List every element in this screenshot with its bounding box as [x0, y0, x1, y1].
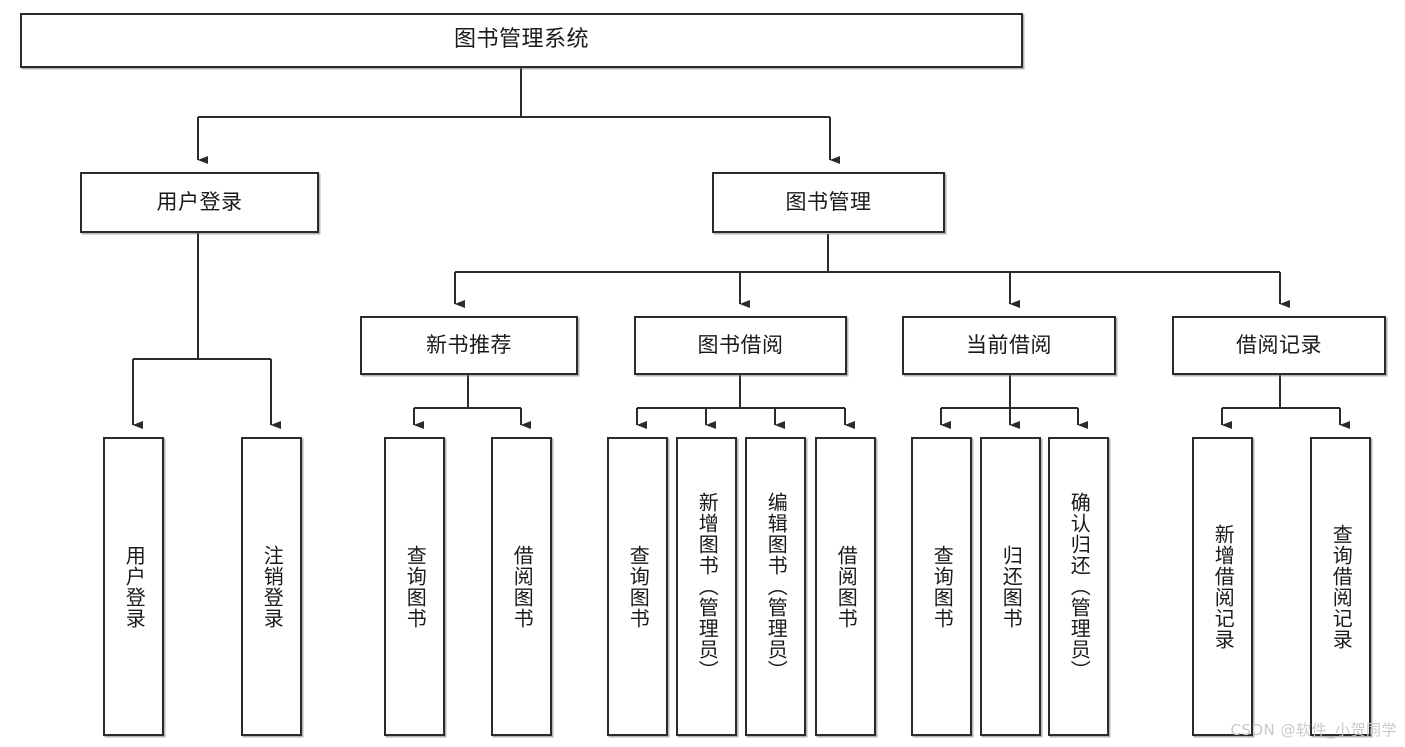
node-book-borrow[interactable]: 图书借阅	[634, 316, 847, 375]
node-label: 查询借阅记录	[1329, 523, 1354, 650]
node-user-login[interactable]: 用户登录	[80, 172, 319, 233]
node-leaf-add-book[interactable]: 新增图书（管理员）	[676, 437, 737, 736]
node-label: 图书借阅	[697, 332, 784, 357]
node-label: 用户登录	[156, 189, 243, 214]
node-label: 图书管理系统	[453, 27, 589, 53]
node-leaf-borrow-book[interactable]: 借阅图书	[815, 437, 876, 736]
node-new-book-recommend[interactable]: 新书推荐	[360, 316, 578, 375]
node-label: 借阅记录	[1236, 332, 1322, 357]
node-label: 借阅图书	[510, 544, 535, 629]
node-label: 图书管理	[785, 189, 872, 214]
node-label: 查询图书	[930, 544, 955, 629]
node-leaf-return-book[interactable]: 归还图书	[980, 437, 1041, 736]
node-leaf-query-book-current[interactable]: 查询图书	[911, 437, 972, 736]
node-label: 注销登录	[260, 544, 285, 629]
node-borrow-record[interactable]: 借阅记录	[1172, 316, 1386, 375]
node-label: 当前借阅	[966, 332, 1052, 357]
node-leaf-add-borrow-record[interactable]: 新增借阅记录	[1192, 437, 1253, 736]
node-label: 查询图书	[403, 544, 428, 629]
node-label: 新增图书（管理员）	[695, 492, 720, 681]
node-current-borrow[interactable]: 当前借阅	[902, 316, 1116, 375]
node-leaf-logout-login[interactable]: 注销登录	[241, 437, 302, 736]
node-leaf-user-login[interactable]: 用户登录	[103, 437, 164, 736]
node-label: 查询图书	[626, 544, 651, 629]
node-label: 编辑图书（管理员）	[764, 492, 789, 681]
node-root-book-management-system[interactable]: 图书管理系统	[20, 13, 1023, 68]
node-label: 新书推荐	[426, 332, 512, 357]
node-leaf-edit-book[interactable]: 编辑图书（管理员）	[745, 437, 806, 736]
node-leaf-confirm-return[interactable]: 确认归还（管理员）	[1048, 437, 1109, 736]
node-label: 确认归还（管理员）	[1067, 492, 1092, 681]
node-label: 归还图书	[999, 544, 1024, 629]
node-label: 用户登录	[122, 544, 147, 629]
node-label: 借阅图书	[834, 544, 859, 629]
node-leaf-borrow-book-recommend[interactable]: 借阅图书	[491, 437, 552, 736]
node-leaf-query-borrow-record[interactable]: 查询借阅记录	[1310, 437, 1371, 736]
node-leaf-query-book-recommend[interactable]: 查询图书	[384, 437, 445, 736]
node-leaf-query-book-borrow[interactable]: 查询图书	[607, 437, 668, 736]
csdn-watermark: CSDN @软件_小贺同学	[1230, 721, 1397, 739]
node-label: 新增借阅记录	[1211, 523, 1236, 650]
node-book-manage[interactable]: 图书管理	[712, 172, 945, 233]
